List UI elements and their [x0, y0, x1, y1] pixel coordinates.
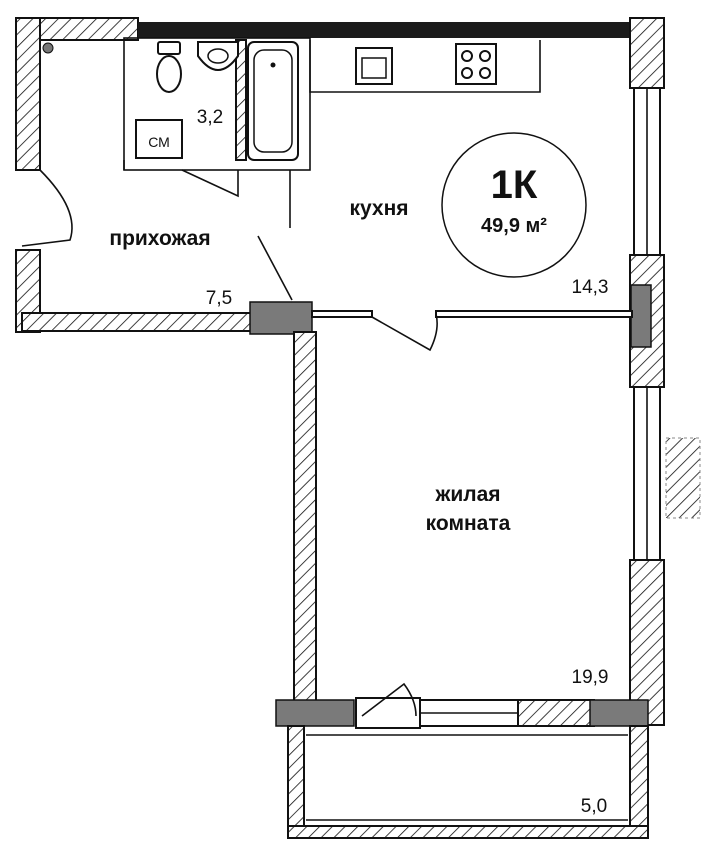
room-name-living-line1: жилая: [434, 483, 500, 506]
washing-machine-icon: СМ: [135, 119, 183, 159]
column-bottom-right: [589, 699, 649, 727]
windows-right: [633, 87, 701, 561]
column-center: [249, 301, 313, 335]
stove-icon: [455, 43, 497, 85]
exterior-ac-unit: [665, 437, 701, 519]
bathroom-door: [181, 169, 239, 198]
column-right: [630, 284, 652, 348]
balcony-wall-left: [287, 725, 305, 837]
wall-right-low: [629, 559, 665, 726]
apartment-badge: 1К 49,9 м²: [441, 132, 587, 278]
bathroom-block: СМ: [123, 37, 311, 198]
toilet-icon: [156, 41, 182, 93]
wall-living-left: [293, 331, 317, 709]
room-name-hallway: прихожая: [109, 227, 210, 250]
wall-top-solid: [138, 22, 648, 38]
room-name-living-line2: комната: [426, 512, 511, 535]
room-area-bathroom: 3,2: [197, 107, 223, 128]
room-name-kitchen: кухня: [349, 197, 408, 220]
room-labels: прихожая 7,5 3,2 кухня 14,3 жилая комнат…: [109, 107, 608, 817]
room-area-hallway: 7,5: [206, 288, 232, 309]
wall-left-upper: [15, 17, 41, 171]
kitchen-counter: [309, 40, 541, 93]
washing-machine-label: СМ: [148, 134, 170, 150]
column-bottom-left: [275, 699, 355, 727]
room-area-living: 19,9: [572, 667, 609, 688]
apartment-type: 1К: [491, 163, 538, 207]
apartment-total-area: 49,9 м²: [481, 215, 547, 237]
balcony-wall-bottom: [287, 825, 649, 839]
kitchen-door: [257, 235, 293, 301]
wall-right-top: [629, 17, 665, 89]
sink-icon: [197, 41, 239, 71]
kitchen-living-partition: [311, 310, 633, 352]
bath-partition: [235, 39, 247, 161]
wall-hallway-bottom: [21, 312, 255, 332]
room-area-kitchen: 14,3: [572, 277, 609, 298]
balcony: [287, 682, 649, 839]
balcony-wall-right: [629, 725, 649, 837]
bathtub-icon: [247, 41, 299, 161]
room-area-balcony: 5,0: [581, 796, 607, 817]
entry-door: [21, 169, 73, 247]
walls: [15, 17, 665, 727]
wall-bottom-right: [517, 699, 595, 727]
living-door: [371, 313, 438, 352]
riser-pipe-icon: [42, 42, 54, 54]
balcony-door: [361, 682, 417, 717]
